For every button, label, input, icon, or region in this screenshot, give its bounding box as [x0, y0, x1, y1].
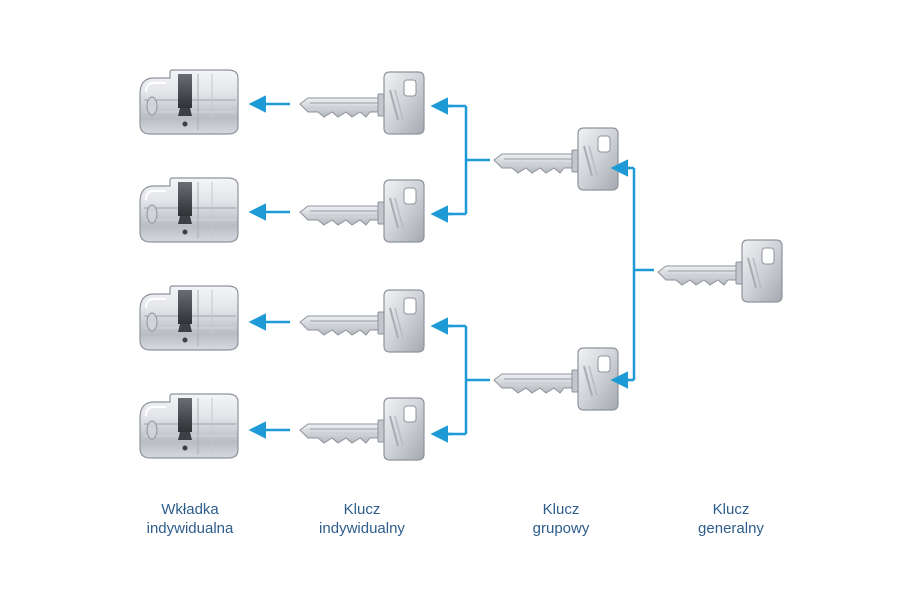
cylinder-4 [139, 393, 239, 459]
caption-group-key: Klucz grupowy [486, 500, 636, 538]
caption-cylinder-line2: indywidualna [146, 520, 234, 537]
bracket-group-1 [436, 104, 490, 216]
caption-group-key-line1: Klucz [542, 501, 580, 518]
individual-key-3 [299, 289, 425, 353]
caption-individual-key-line2: indywidualny [319, 520, 405, 537]
caption-cylinder-line1: Wkładka [161, 501, 219, 518]
caption-group-key-line2: grupowy [532, 520, 590, 537]
individual-key-2 [299, 179, 425, 243]
bracket-master [618, 166, 654, 382]
cylinder-3 [139, 285, 239, 351]
caption-individual-key-line1: Klucz [343, 501, 381, 518]
caption-master-key: Klucz generalny [656, 500, 806, 538]
individual-key-1 [299, 71, 425, 135]
cylinder-1 [139, 69, 239, 135]
master-key [657, 239, 783, 303]
bracket-group-2 [436, 324, 490, 436]
individual-key-4 [299, 397, 425, 461]
caption-master-key-line1: Klucz [712, 501, 750, 518]
caption-master-key-line2: generalny [698, 520, 764, 537]
group-key-1 [493, 127, 619, 191]
cylinder-2 [139, 177, 239, 243]
caption-individual-key: Klucz indywidualny [287, 500, 437, 538]
caption-cylinder: Wkładka indywidualna [115, 500, 265, 538]
group-key-2 [493, 347, 619, 411]
